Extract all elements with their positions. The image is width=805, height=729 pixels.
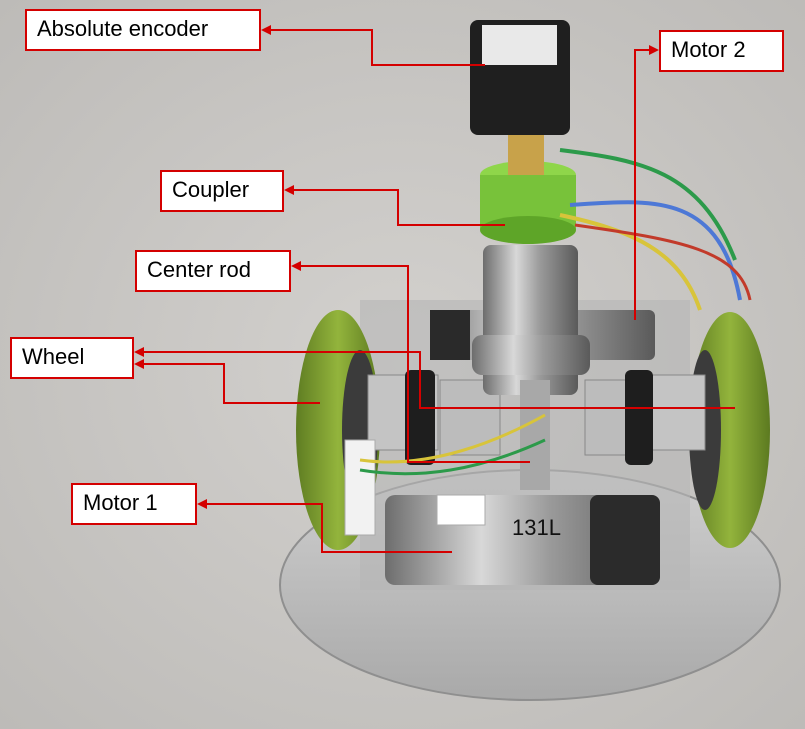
motor-1-gearhead	[590, 495, 660, 585]
wire-yellow	[559, 213, 702, 311]
wire-blue	[569, 200, 742, 301]
label-motor-1: Motor 1	[71, 483, 197, 525]
encoder-label	[482, 25, 557, 65]
callout-line-wheel-upper	[134, 347, 735, 409]
motor-2-gearhead	[430, 310, 470, 360]
coupler-bottom	[480, 216, 576, 244]
wire-green-low	[359, 438, 546, 476]
wire-green	[559, 148, 737, 261]
motor-1-connector	[344, 439, 376, 536]
center-rod	[520, 380, 550, 490]
callout-line-motor1	[197, 499, 452, 553]
label-motor-2: Motor 2	[659, 30, 784, 72]
belt-left	[405, 370, 435, 465]
label-center-rod: Center rod	[135, 250, 291, 292]
label-absolute-encoder: Absolute encoder	[25, 9, 261, 51]
belt-right	[625, 370, 653, 465]
wire-red	[574, 223, 752, 301]
callout-lines	[134, 25, 735, 553]
callout-line-wheel-lower	[134, 359, 320, 404]
callout-line-encoder	[261, 25, 485, 66]
coupler-shaft	[508, 135, 544, 175]
label-coupler: Coupler	[160, 170, 284, 212]
motor-marking: 131L	[512, 515, 561, 540]
callout-line-centerrod	[291, 261, 530, 463]
callout-line-motor2	[634, 45, 659, 320]
label-wheel: Wheel	[10, 337, 134, 379]
motor-1-plug	[436, 494, 486, 526]
wire-yellow-low	[359, 413, 546, 464]
callout-line-coupler	[284, 185, 505, 226]
rod-flange	[472, 335, 590, 375]
